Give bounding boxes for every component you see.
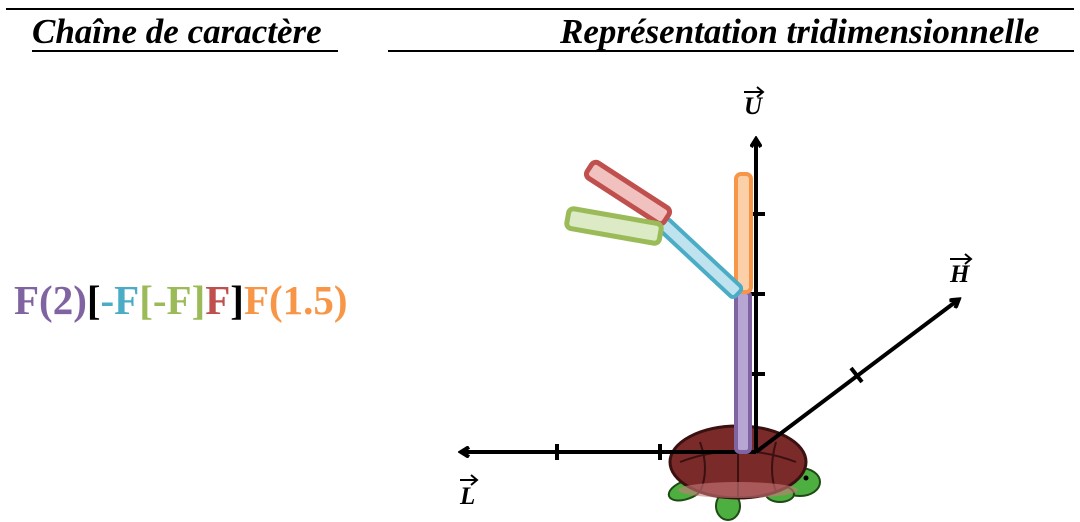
sub-branch-segment — [564, 206, 664, 246]
token-open-bracket: [ — [86, 277, 101, 323]
top-rule — [6, 8, 1074, 10]
axis-label-heading: H — [949, 253, 973, 288]
axis-label-up-text: U — [744, 93, 764, 120]
token-trunk: F(2) — [14, 277, 87, 323]
heading-representation-underline — [388, 50, 1074, 52]
token-top: F(1.5) — [243, 277, 348, 323]
top-segment — [734, 172, 753, 294]
axis-label-left-text: L — [459, 483, 475, 510]
token-close-bracket: ] — [230, 277, 244, 323]
heading-string: Chaîne de caractère — [32, 12, 322, 51]
tip-segment — [583, 159, 673, 227]
branch-segment — [656, 217, 744, 299]
token-sub-branch: [-F] — [139, 277, 206, 323]
heading-representation: Représentation tridimensionnelle — [560, 12, 1040, 51]
axis-label-heading-text: H — [949, 261, 971, 288]
trunk-segment — [734, 290, 752, 454]
axis-label-up: U — [744, 86, 765, 120]
axis-label-left: L — [459, 474, 479, 510]
heading-string-underline — [32, 50, 338, 52]
token-tip: F — [205, 277, 231, 323]
lsystem-string: F(2)[-F[-F]F]F(1.5) — [14, 276, 348, 324]
token-branch: -F — [100, 277, 140, 323]
turtle-icon — [667, 424, 821, 521]
axis-ticks — [555, 212, 864, 460]
